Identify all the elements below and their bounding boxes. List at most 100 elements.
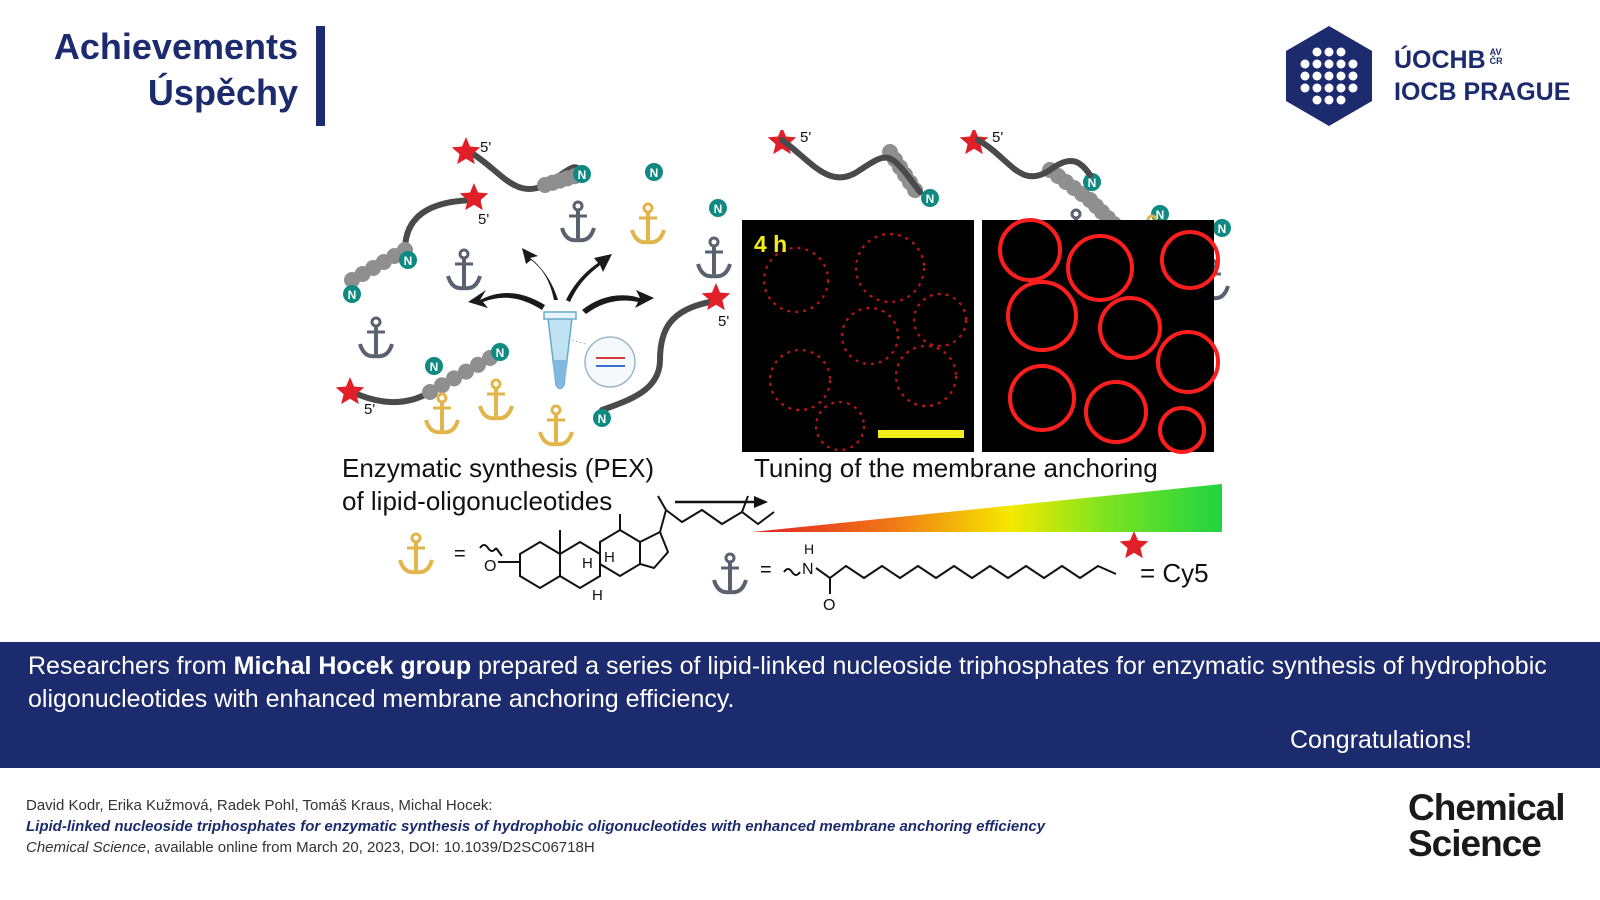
cell (1158, 406, 1206, 454)
svg-text:N: N (1156, 208, 1165, 222)
anchoring-gradient-wedge (752, 484, 1222, 532)
five-prime-label: 5' (364, 401, 375, 418)
reaction-arrows (468, 248, 654, 314)
palmitoyl-anchor-icon (696, 236, 732, 279)
cell (1098, 296, 1162, 360)
cy5-stars: 5' 5' 5' 5' 5' 5' (335, 130, 1149, 559)
nucleotide-marker: N (425, 357, 443, 375)
cy5-star-icon (701, 283, 731, 311)
citation-title[interactable]: Lipid-linked nucleoside triphosphates fo… (26, 818, 1046, 835)
logo-dot (1348, 59, 1358, 69)
strand-group-left (349, 149, 713, 413)
nucleotide-marker: N (1083, 173, 1101, 191)
logo-dot (1312, 71, 1322, 81)
microscopy-image-4h: 4 h (742, 220, 974, 452)
logo-dot (1324, 59, 1334, 69)
logo-av: AV (1489, 47, 1502, 57)
banner-text-before: Researchers from (28, 652, 234, 680)
cell (1066, 234, 1134, 302)
cholesterol-legend-anchor-icon (398, 532, 434, 575)
logo-dot (1324, 47, 1334, 57)
nucleotide-bead (458, 363, 474, 380)
nh-hydrogen: H (804, 541, 814, 557)
cholesterol-anchor-icon (630, 202, 666, 245)
header-title: Achievements Úspěchy (28, 24, 298, 116)
oxygen-atom: O (484, 558, 496, 575)
svg-text:N: N (404, 254, 413, 268)
palmitoyl-anchor-icon (446, 248, 482, 291)
cholesterol-anchor-icon (424, 392, 460, 435)
nucleotide-bead (434, 377, 450, 394)
five-prime-label: 5' (478, 211, 489, 228)
cy5-label: = Cy5 (1140, 558, 1209, 588)
svg-text:N: N (348, 288, 357, 302)
cy5-legend-star-icon (1119, 531, 1149, 559)
carbonyl-oxygen: O (823, 597, 835, 614)
logo-dot (1312, 95, 1322, 105)
nucleotide-bead (422, 384, 438, 400)
svg-text:N: N (598, 412, 607, 426)
right-caption: Tuning of the membrane anchoring (754, 453, 1158, 483)
svg-text:N: N (430, 360, 439, 374)
strand-right-a (779, 137, 923, 195)
cell (762, 246, 830, 314)
logo-dot (1300, 71, 1310, 81)
citation: David Kodr, Erika Kužmová, Radek Pohl, T… (26, 795, 1346, 858)
logo-dot (1324, 83, 1334, 93)
left-caption-line2: of lipid-oligonucleotides (342, 486, 612, 516)
logo-dot (1300, 59, 1310, 69)
logo-cr: ČR (1489, 56, 1503, 66)
cholesterol-anchor-icon (538, 404, 574, 447)
logo-dot (1336, 71, 1346, 81)
cy5-star-icon (959, 130, 989, 155)
cell (814, 400, 866, 452)
logo-dot (1312, 83, 1322, 93)
strand-right-b (975, 137, 1093, 180)
cell (854, 232, 926, 304)
logo-dot (1336, 47, 1346, 57)
svg-text:N: N (578, 168, 587, 182)
five-prime-label: 5' (992, 130, 1003, 146)
palmitoyl-anchor-icon (560, 200, 596, 243)
svg-text:N: N (926, 192, 935, 206)
nucleotide-marker: N (399, 251, 417, 269)
cell (1008, 364, 1076, 432)
chem-logo-line1: Chemical (1408, 787, 1566, 828)
svg-text:N: N (1218, 222, 1227, 236)
cholesterol-legend: = O H H H (454, 495, 775, 604)
process-arrow (675, 496, 768, 508)
svg-text:N: N (496, 346, 505, 360)
equals-sign-1: = (454, 543, 466, 565)
tube-icon (543, 311, 636, 390)
cy5-star-icon (451, 137, 481, 165)
cell (912, 292, 968, 348)
logo-dot (1348, 71, 1358, 81)
logo-dot (1300, 83, 1310, 93)
cell (1160, 230, 1220, 290)
header-title-cz: Úspěchy (147, 72, 298, 113)
five-prime-label: 5' (718, 313, 729, 330)
strand-right (599, 299, 713, 413)
banner-text: Researchers from Michal Hocek group prep… (28, 650, 1548, 716)
logo-line2: IOCB PRAGUE (1394, 78, 1571, 106)
banner-text-after: prepared a series of lipid-linked nucleo… (28, 652, 1547, 713)
five-prime-label: 5' (800, 130, 811, 146)
banner-congratulations: Congratulations! (1289, 726, 1472, 754)
citation-authors: David Kodr, Erika Kužmová, Radek Pohl, T… (26, 797, 493, 814)
summary-banner: Researchers from Michal Hocek group prep… (0, 642, 1600, 768)
logo-dot (1336, 83, 1346, 93)
svg-text:N: N (714, 202, 723, 216)
logo-line1: ÚOCHB (1394, 46, 1486, 74)
cholesterol-anchor-icon (478, 378, 514, 421)
cell (840, 306, 900, 366)
five-prime-label: 5' (480, 139, 491, 156)
nucleotide-marker: N (709, 199, 727, 217)
logo-dot (1312, 59, 1322, 69)
hydrogen-atom-1: H (582, 555, 593, 572)
nucleotide-marker: N (1213, 219, 1231, 237)
nucleotide-marker: N (645, 163, 663, 181)
nucleotide-marker: N (921, 189, 939, 207)
strand-lower-left (349, 389, 433, 406)
